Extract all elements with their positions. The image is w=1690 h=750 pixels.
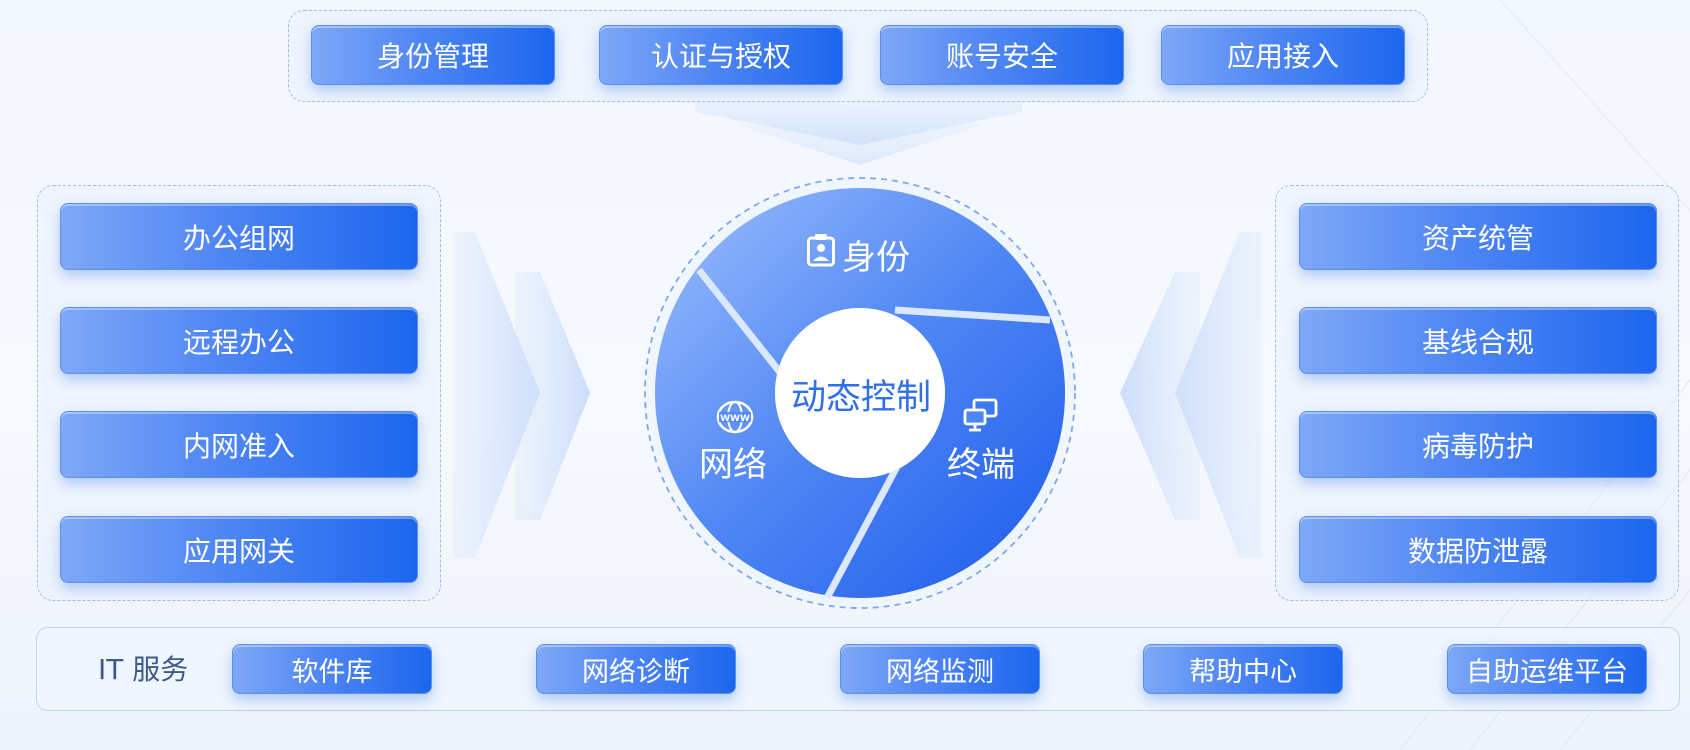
it-service-network-monitoring[interactable]: 网络监测 xyxy=(840,644,1040,694)
it-service-help-center[interactable]: 帮助中心 xyxy=(1143,644,1343,694)
top-flow-arrow-inner xyxy=(735,124,985,165)
monitors-icon xyxy=(963,398,998,432)
segment-label-terminal: 终端 xyxy=(947,445,1015,485)
left-capability-intranet-access[interactable]: 内网准入 xyxy=(60,411,418,478)
right-capability-antivirus[interactable]: 病毒防护 xyxy=(1299,411,1657,478)
it-service-self-service-ops[interactable]: 自助运维平台 xyxy=(1447,644,1647,694)
segment-divider-2 xyxy=(823,459,904,600)
segment-label-network: 网络 xyxy=(699,445,767,485)
left-capability-app-gateway[interactable]: 应用网关 xyxy=(60,516,418,583)
right-capability-asset-management[interactable]: 资产统管 xyxy=(1299,203,1657,270)
segment-divider-3 xyxy=(696,267,793,388)
top-capability-identity-management[interactable]: 身份管理 xyxy=(311,25,555,85)
segment-divider-1 xyxy=(894,306,1051,324)
it-service-network-diagnosis[interactable]: 网络诊断 xyxy=(536,644,736,694)
globe-www-icon: WWW xyxy=(716,400,754,434)
left-capability-remote-work[interactable]: 远程办公 xyxy=(60,307,418,374)
it-service-software-library[interactable]: 软件库 xyxy=(232,644,432,694)
top-flow-arrow xyxy=(695,102,1022,145)
id-badge-icon xyxy=(807,234,835,267)
core-center xyxy=(775,308,945,478)
left-flow-arrow-inner xyxy=(515,272,590,520)
segment-label-identity: 身份 xyxy=(842,238,910,278)
right-capability-baseline-compliance[interactable]: 基线合规 xyxy=(1299,307,1657,374)
core-center-label: 动态控制 xyxy=(790,378,931,418)
right-capability-data-leak-prevention[interactable]: 数据防泄露 xyxy=(1299,516,1657,583)
top-capability-auth[interactable]: 认证与授权 xyxy=(599,25,843,85)
top-capability-account-security[interactable]: 账号安全 xyxy=(880,25,1124,85)
it-service-label: IT 服务 xyxy=(98,653,189,686)
right-flow-arrow-outer xyxy=(1175,232,1262,558)
right-flow-arrow-inner xyxy=(1120,272,1200,520)
left-flow-arrow-outer xyxy=(453,232,540,558)
top-capability-app-access[interactable]: 应用接入 xyxy=(1161,25,1405,85)
svg-text:WWW: WWW xyxy=(720,414,750,424)
left-capability-office-networking[interactable]: 办公组网 xyxy=(60,203,418,270)
